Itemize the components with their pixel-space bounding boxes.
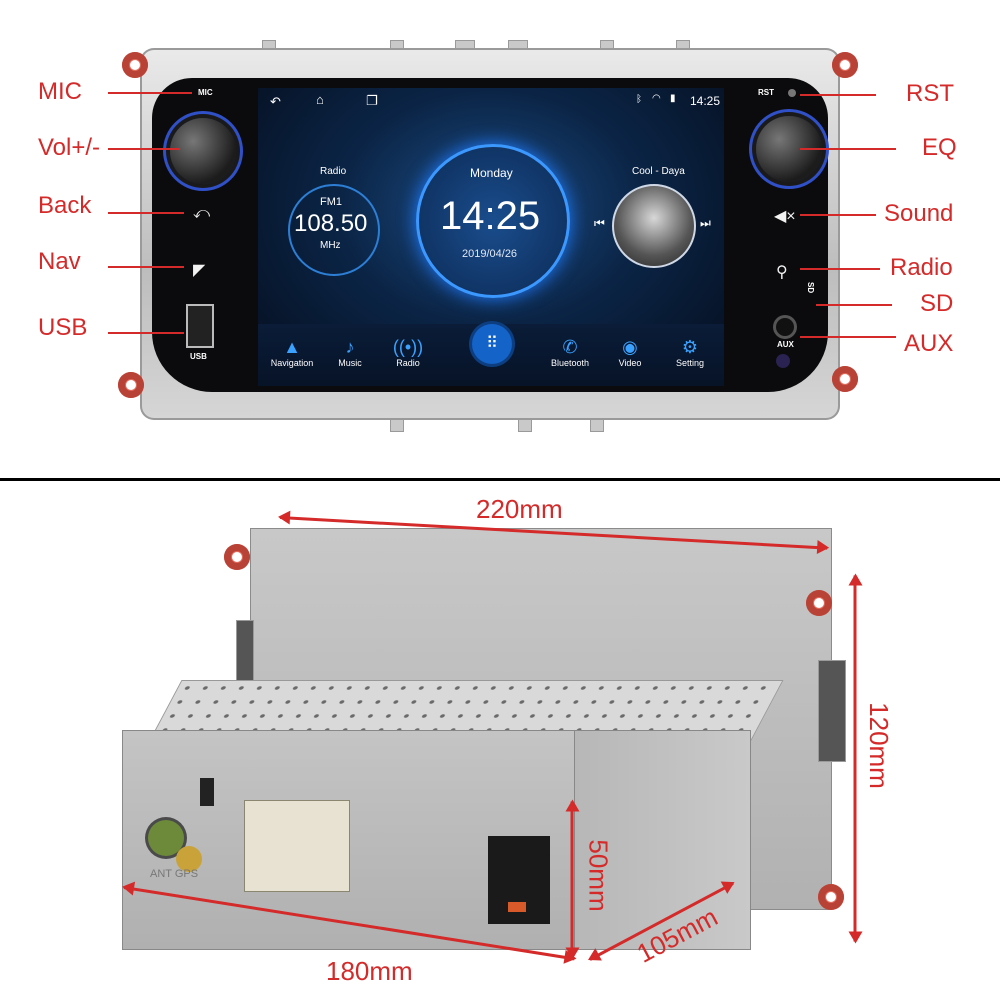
app-bluetooth[interactable]: ✆Bluetooth <box>540 336 600 368</box>
navigation-icon: ▲ <box>283 337 301 357</box>
dim-arrow-120 <box>853 575 857 942</box>
callout-usb: USB <box>38 314 88 341</box>
status-bar: ↶ ⌂ ❐ ᛒ ◠ ▮ 14:25 <box>258 88 724 116</box>
radio-widget-title: Radio <box>320 166 347 177</box>
callout-aux: AUX <box>904 330 954 357</box>
apps-grid-icon[interactable]: ⠿ <box>472 324 512 364</box>
radio-antenna-icon[interactable]: ⚲ <box>776 264 788 281</box>
mounting-hole <box>806 590 832 616</box>
mounting-hole <box>818 884 844 910</box>
next-icon[interactable]: ⏭ <box>700 216 711 230</box>
leader-line <box>800 336 896 338</box>
side-bracket <box>818 660 846 762</box>
callout-radio: Radio <box>890 254 953 281</box>
recent-apps-icon[interactable]: ❐ <box>366 93 378 108</box>
android-screen: ↶ ⌂ ❐ ᛒ ◠ ▮ 14:25 Radio FM1 108.50 MHz M… <box>258 88 724 386</box>
reset-button[interactable] <box>788 89 796 97</box>
antenna-cable <box>200 778 214 806</box>
mounting-hole <box>122 52 148 78</box>
back-button[interactable]: ⤺ <box>193 205 211 222</box>
leader-line <box>108 92 192 94</box>
mounting-hole <box>832 52 858 78</box>
section-divider <box>0 478 1000 481</box>
radio-frequency: 108.50 <box>294 210 368 237</box>
mounting-tab <box>590 418 604 432</box>
wifi-icon: ◠ <box>652 93 661 104</box>
nav-button[interactable]: ◤ <box>193 262 206 279</box>
app-navigation[interactable]: ▲Navigation <box>262 336 322 368</box>
music-icon: ♪ <box>345 337 355 357</box>
dim-120mm: 120mm <box>863 702 894 789</box>
app-music[interactable]: ♪Music <box>320 336 380 368</box>
radio-antenna-port[interactable] <box>176 846 202 872</box>
mute-icon[interactable]: ◀× <box>774 208 796 225</box>
fuse <box>508 902 526 912</box>
aux-label: AUX <box>777 340 794 349</box>
music-track: Cool - Daya <box>632 166 685 177</box>
usb-port[interactable] <box>186 304 214 348</box>
radio-icon: ((•)) <box>392 337 424 357</box>
mounting-hole <box>832 366 858 392</box>
back-icon[interactable]: ↶ <box>270 94 281 109</box>
leader-line <box>816 304 892 306</box>
bluetooth-phone-icon: ✆ <box>562 337 578 357</box>
clock-day: Monday <box>470 166 513 180</box>
callout-sound: Sound <box>884 200 954 227</box>
signal-icon: ▮ <box>670 93 676 104</box>
settings-icon: ⚙ <box>681 337 699 357</box>
leader-line <box>800 214 876 216</box>
callout-sd: SD <box>920 290 954 317</box>
radio-band: FM1 <box>320 196 342 208</box>
dim-50mm: 50mm <box>583 839 614 912</box>
mounting-tab <box>390 418 404 432</box>
side-bracket <box>236 620 254 682</box>
bluetooth-icon: ᛒ <box>636 94 642 105</box>
clock-date: 2019/04/26 <box>462 248 518 260</box>
chassis-side <box>574 730 751 950</box>
callout-mic: MIC <box>38 78 82 105</box>
dim-220mm: 220mm <box>476 494 563 524</box>
app-video[interactable]: ◉Video <box>600 336 660 368</box>
clock-widget[interactable] <box>416 144 570 298</box>
callout-back: Back <box>38 192 92 219</box>
callout-eq: EQ <box>922 134 957 161</box>
usb-label: USB <box>190 352 207 361</box>
leader-line <box>800 148 896 150</box>
home-icon[interactable]: ⌂ <box>316 92 324 107</box>
video-icon: ◉ <box>622 337 638 357</box>
clock-time: 14:25 <box>440 194 541 238</box>
sd-label: SD <box>806 282 815 294</box>
radio-widget[interactable] <box>288 184 380 276</box>
prev-icon[interactable]: ⏮ <box>594 216 605 230</box>
mounting-hole <box>224 544 250 570</box>
dim-180mm: 180mm <box>326 956 413 986</box>
callout-rst: RST <box>906 80 954 107</box>
leader-line <box>800 268 880 270</box>
app-setting[interactable]: ⚙Setting <box>660 336 720 368</box>
leader-line <box>800 94 876 96</box>
callout-nav: Nav <box>38 248 81 275</box>
album-art <box>612 184 696 268</box>
leader-line <box>108 266 184 268</box>
ant-gps-label: ANT GPS <box>150 868 199 880</box>
dim-arrow-50 <box>570 801 574 958</box>
leader-line <box>108 332 184 334</box>
radio-unit: MHz <box>320 240 341 251</box>
leader-line <box>108 212 184 214</box>
power-harness-connector[interactable] <box>244 800 350 892</box>
status-time: 14:25 <box>690 94 721 108</box>
mounting-hole <box>118 372 144 398</box>
aux-jack[interactable] <box>776 318 794 336</box>
callout-vol: Vol+/- <box>38 134 101 161</box>
app-radio[interactable]: ((•))Radio <box>378 336 438 368</box>
rst-label: RST <box>758 88 774 97</box>
mic-hole <box>776 354 790 368</box>
mic-label: MIC <box>198 88 213 97</box>
volume-knob[interactable] <box>170 118 236 184</box>
leader-line <box>108 148 180 150</box>
mounting-tab <box>518 418 532 432</box>
